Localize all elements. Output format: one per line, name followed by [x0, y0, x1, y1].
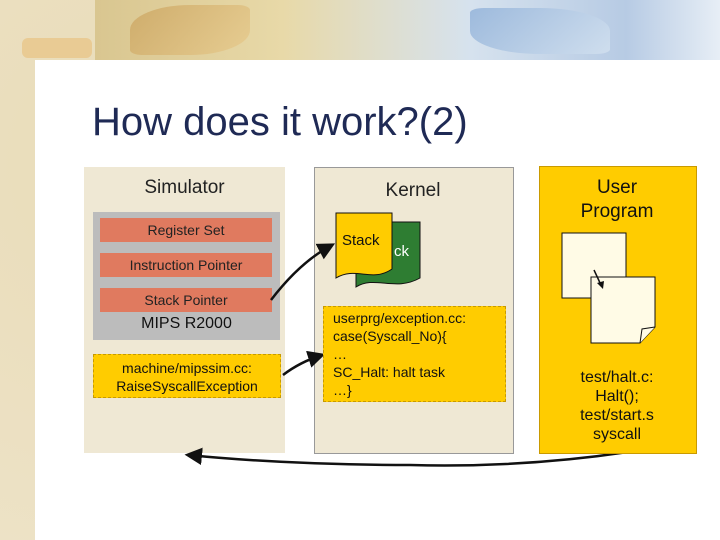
- decorative-leaf-left: [130, 5, 250, 55]
- stack-front-page: [335, 212, 393, 279]
- exception-code-line: SC_Halt: halt task: [333, 364, 446, 380]
- user-program-code: test/halt.c: Halt(); test/start.s syscal…: [549, 368, 685, 444]
- decorative-leaf-right: [470, 8, 610, 54]
- instruction-pointer-box: Instruction Pointer: [100, 253, 272, 277]
- user-code-line: syscall: [592, 426, 641, 443]
- user-code-line: test/halt.c:: [580, 369, 654, 386]
- simulator-heading: Simulator: [144, 177, 225, 198]
- decorative-leaf-small: [22, 38, 92, 58]
- simulator-note-line: machine/mipssim.cc:: [122, 360, 252, 376]
- kernel-heading: Kernel: [385, 180, 441, 201]
- simulator-note: machine/mipssim.cc: RaiseSyscallExceptio…: [93, 354, 281, 398]
- exception-code-line: …: [333, 346, 347, 362]
- exception-code-note: userprg/exception.cc: case(Syscall_No){ …: [323, 306, 506, 402]
- simulator-note-line: RaiseSyscallException: [116, 378, 258, 394]
- exception-code-line: case(Syscall_No){: [333, 328, 447, 344]
- user-code-line: Halt();: [595, 388, 639, 405]
- user-program-heading-line: User: [596, 177, 638, 198]
- exception-code-line: userprg/exception.cc:: [333, 310, 467, 326]
- cpu-label: MIPS R2000: [141, 315, 232, 332]
- arrow-note-to-exception: [282, 350, 326, 376]
- stack-back-label: ck: [394, 243, 410, 260]
- arrow-stack-pointer-to-stack: [270, 243, 336, 301]
- stack-pointer-box: Stack Pointer: [100, 288, 272, 312]
- user-code-line: test/start.s: [580, 407, 654, 424]
- slide-title: How does it work?(2): [92, 100, 468, 144]
- exception-code-line: …}: [333, 382, 352, 398]
- stack-front-label: Stack: [342, 232, 380, 249]
- user-program-heading-line: Program: [580, 201, 654, 222]
- register-set-box: Register Set: [100, 218, 272, 242]
- arrow-syscall-to-simulator: [184, 447, 629, 467]
- user-program-heading: User Program: [539, 176, 695, 224]
